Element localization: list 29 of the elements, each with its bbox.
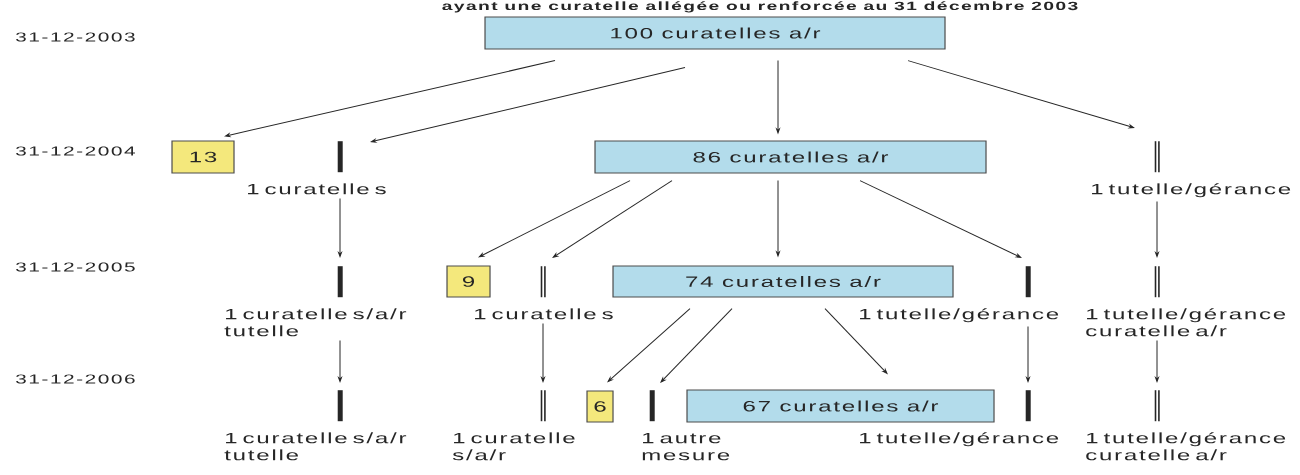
date-label: 31-12-2003 bbox=[16, 32, 135, 42]
count-box: 9 bbox=[446, 265, 491, 298]
title: ayant une curatelle allégée ou renforcée au 31 décembre 2003 bbox=[442, 1, 1078, 13]
arrow bbox=[660, 308, 733, 383]
arrow bbox=[224, 60, 556, 138]
arrow bbox=[338, 198, 342, 257]
arrow bbox=[824, 308, 888, 374]
arrow bbox=[541, 323, 545, 382]
arrow bbox=[776, 60, 780, 134]
arrow bbox=[478, 180, 631, 258]
arrow bbox=[552, 180, 673, 258]
count-box: 100 curatelles a/r bbox=[484, 16, 946, 50]
date-label: 31-12-2006 bbox=[16, 374, 135, 384]
arrow bbox=[338, 340, 342, 382]
arrow bbox=[607, 308, 691, 382]
date-label: 31-12-2005 bbox=[16, 262, 135, 272]
arrow bbox=[1026, 326, 1030, 382]
count-box: 67 curatelles a/r bbox=[686, 389, 995, 423]
count-box: 6 bbox=[586, 390, 614, 423]
count-box: 13 bbox=[171, 140, 235, 174]
arrow bbox=[1155, 201, 1159, 257]
date-label: 31-12-2004 bbox=[16, 146, 135, 156]
arrow bbox=[776, 180, 780, 257]
count-box: 74 curatelles a/r bbox=[612, 265, 954, 298]
arrow bbox=[370, 67, 686, 143]
count-box: 86 curatelles a/r bbox=[594, 140, 987, 174]
arrow bbox=[1155, 340, 1159, 382]
arrow bbox=[859, 180, 1022, 258]
arrow bbox=[907, 60, 1135, 129]
